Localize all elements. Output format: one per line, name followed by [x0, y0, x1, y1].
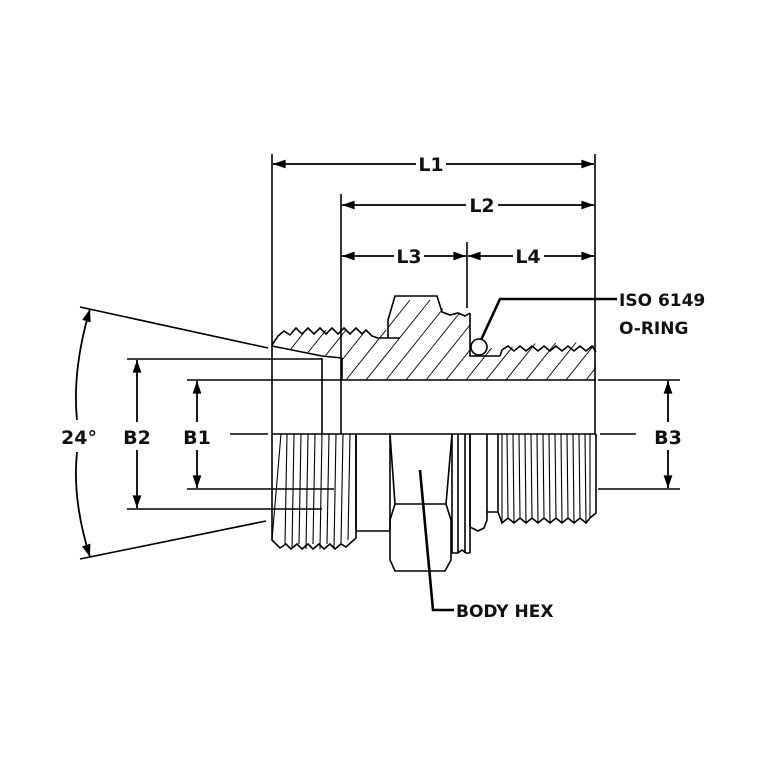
label-B3: B3: [654, 427, 682, 449]
label-B2: B2: [123, 427, 151, 449]
dimension-L3: L3: [341, 246, 467, 268]
oring-label-line2: O-RING: [619, 319, 688, 339]
oring-label-line1: ISO 6149: [619, 291, 705, 311]
right-thread: [497, 433, 597, 525]
label-B1: B1: [183, 427, 211, 449]
lower-elevation: [271, 433, 597, 572]
upper-section-outline: [271, 295, 597, 381]
label-L2: L2: [469, 195, 494, 217]
dimension-L1: L1: [272, 154, 594, 176]
section-hatching: [272, 299, 596, 380]
dimension-angle-24: 24°: [61, 308, 97, 558]
dimension-L2: L2: [341, 195, 594, 217]
label-L1: L1: [418, 154, 443, 176]
extension-lines: [79, 154, 680, 560]
dimension-B2: B2: [123, 359, 151, 509]
dimension-B1: B1: [183, 380, 211, 489]
body-hex-label: BODY HEX: [456, 602, 553, 622]
label-L3: L3: [396, 246, 421, 268]
dimension-B3: B3: [654, 380, 682, 489]
dimension-L4: L4: [467, 246, 594, 268]
left-thread: [271, 433, 357, 551]
label-L4: L4: [515, 246, 540, 268]
callout-body-hex: BODY HEX: [418, 469, 553, 622]
callout-oring: ISO 6149 O-RING: [479, 291, 705, 341]
label-angle: 24°: [61, 427, 97, 449]
body-hex: [389, 433, 453, 572]
